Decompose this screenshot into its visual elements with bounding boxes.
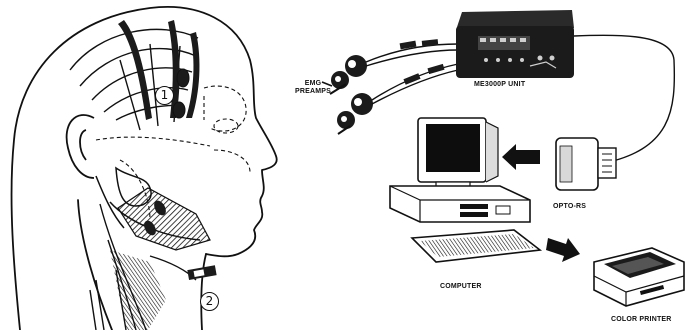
marker-2: 2 xyxy=(200,292,219,311)
emg-preamps-label: EMG PREAMPS xyxy=(293,80,333,96)
masseter-hatched xyxy=(118,188,210,250)
marker-1: 1 xyxy=(155,86,174,105)
arrow-to-printer xyxy=(546,238,580,262)
computer xyxy=(390,118,540,262)
emg-preamps-label-line2: PREAMPS xyxy=(293,88,333,96)
me3000p-unit xyxy=(456,10,574,78)
emg-preamps-label-line1: EMG xyxy=(293,80,333,88)
neck-hatched xyxy=(110,250,166,330)
ear xyxy=(67,115,94,178)
opto-rs-device xyxy=(556,138,616,190)
color-printer-label: COLOR PRINTER xyxy=(611,316,672,324)
computer-label: COMPUTER xyxy=(440,283,482,291)
me3000p-unit-label: ME3000P UNIT xyxy=(474,81,525,89)
opto-rs-label: OPTO-RS xyxy=(553,203,586,211)
color-printer xyxy=(594,248,684,306)
preamp-cables xyxy=(366,44,458,104)
arrow-to-computer xyxy=(502,144,540,170)
emg-preamp-bottom xyxy=(337,93,373,134)
